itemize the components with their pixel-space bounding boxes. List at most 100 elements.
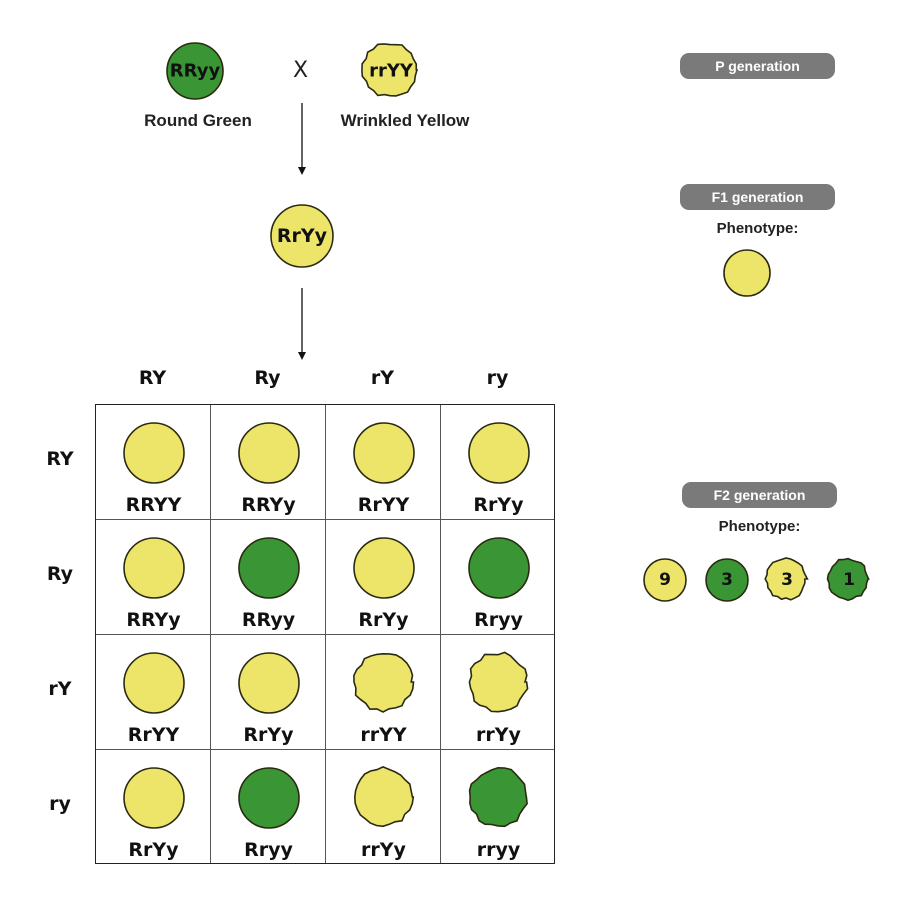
punnett-cell: RRYy <box>211 405 326 520</box>
offspring-pea <box>123 652 185 714</box>
punnett-cell: RRyy <box>211 520 326 635</box>
row-gamete: RY <box>46 448 74 470</box>
column-gamete: rY <box>370 367 395 389</box>
punnett-cell: rrYy <box>326 750 441 865</box>
round-yellow-pea-shape <box>723 249 771 297</box>
punnett-cell: RrYY <box>326 405 441 520</box>
round-green-pea-shape <box>238 537 300 599</box>
offspring-genotype: rryy <box>476 839 521 861</box>
parent-left-genotype: RRyy <box>169 60 221 82</box>
offspring-pea <box>238 422 300 484</box>
grid-divider <box>440 405 441 863</box>
offspring-genotype: RrYy <box>243 724 294 746</box>
f1-genotype: RrYy <box>276 225 328 247</box>
round-yellow-pea-shape <box>123 537 185 599</box>
round-yellow-pea-shape <box>238 652 300 714</box>
round-yellow-pea-shape <box>353 422 415 484</box>
wrinkled-green-pea-shape <box>468 766 528 828</box>
parent-right-pea: rrYY <box>361 42 420 100</box>
punnett-cell: RrYy <box>441 405 556 520</box>
f1-generation-badge: F1 generation <box>680 184 835 210</box>
offspring-genotype: rrYY <box>360 724 407 746</box>
wrinkled-yellow-pea-shape <box>353 652 415 713</box>
punnett-cell: rrYY <box>326 635 441 750</box>
punnett-cell: rryy <box>441 750 556 865</box>
column-gamete: RY <box>138 367 167 389</box>
grid-divider <box>96 749 554 750</box>
grid-divider <box>96 634 554 635</box>
column-gamete: ry <box>486 367 509 389</box>
round-yellow-pea-shape <box>238 422 300 484</box>
round-green-pea-shape <box>468 537 530 599</box>
offspring-pea <box>353 652 415 714</box>
cross-symbol: X <box>293 58 309 83</box>
offspring-pea <box>353 537 415 599</box>
offspring-pea <box>238 537 300 599</box>
parent-right-genotype: rrYY <box>369 60 413 82</box>
offspring-pea <box>353 766 415 829</box>
round-yellow-pea-shape <box>123 652 185 714</box>
offspring-pea <box>468 651 530 714</box>
f1-phenotype-label: Phenotype: <box>716 220 799 237</box>
offspring-pea <box>123 537 185 599</box>
punnett-cell: Rryy <box>441 520 556 635</box>
wrinkled-yellow-pea-shape <box>468 651 529 713</box>
offspring-genotype: RRYY <box>125 494 182 516</box>
offspring-pea <box>123 422 185 484</box>
f2-ratio-count: 1 <box>843 570 855 590</box>
parent-right-phenotype: Wrinkled Yellow <box>340 111 470 130</box>
round-yellow-pea-shape <box>468 422 530 484</box>
offspring-genotype: RrYY <box>127 724 180 746</box>
punnett-cell: RrYy <box>96 750 211 865</box>
offspring-genotype: Rryy <box>244 839 293 861</box>
f2-ratio-count: 3 <box>781 570 793 590</box>
punnett-cell: RrYy <box>211 635 326 750</box>
parent-left-pea: RRyy <box>166 42 224 100</box>
punnett-cell: RRYy <box>96 520 211 635</box>
wrinkled-yellow-pea-shape <box>361 43 419 97</box>
punnett-cell: rrYy <box>441 635 556 750</box>
column-gamete: Ry <box>254 367 281 389</box>
offspring-genotype: RrYY <box>357 494 410 516</box>
offspring-pea <box>468 422 530 484</box>
f2-ratio-pea: 3 <box>764 557 809 602</box>
f2-ratio-count: 9 <box>659 570 671 590</box>
offspring-genotype: Rryy <box>474 609 523 631</box>
row-gamete: ry <box>49 793 71 815</box>
offspring-pea <box>238 767 300 829</box>
round-green-pea-shape <box>238 767 300 829</box>
round-yellow-pea-shape <box>643 558 687 602</box>
punnett-cell: Rryy <box>211 750 326 865</box>
row-gamete: rY <box>48 678 72 700</box>
round-yellow-pea-shape <box>270 204 334 268</box>
f2-generation-badge: F2 generation <box>682 482 837 508</box>
f1-phenotype-pea <box>723 249 771 297</box>
wrinkled-green-pea-shape <box>826 557 870 602</box>
parent-left-phenotype: Round Green <box>144 111 252 130</box>
offspring-genotype: RRYy <box>241 494 296 516</box>
offspring-genotype: rrYy <box>476 724 521 746</box>
round-yellow-pea-shape <box>123 767 185 829</box>
f2-ratio-count: 3 <box>721 570 733 590</box>
arrow-to-f2 <box>298 288 306 360</box>
offspring-genotype: RRYy <box>126 609 181 631</box>
offspring-pea <box>468 766 530 829</box>
offspring-genotype: RRyy <box>241 609 296 631</box>
offspring-genotype: RrYy <box>128 839 179 861</box>
round-green-pea-shape <box>705 558 749 602</box>
offspring-pea <box>123 767 185 829</box>
offspring-genotype: RrYy <box>473 494 524 516</box>
p-generation-badge: P generation <box>680 53 835 79</box>
f1-pea: RrYy <box>270 204 334 268</box>
offspring-pea <box>353 422 415 484</box>
round-green-pea-shape <box>166 42 224 100</box>
offspring-genotype: rrYy <box>361 839 406 861</box>
round-yellow-pea-shape <box>123 422 185 484</box>
wrinkled-yellow-pea-shape <box>764 557 809 601</box>
punnett-cell: RrYY <box>96 635 211 750</box>
f2-ratio-pea: 1 <box>826 557 871 602</box>
f2-ratio-pea: 9 <box>643 558 687 602</box>
offspring-pea <box>238 652 300 714</box>
punnett-cell: RrYy <box>326 520 441 635</box>
